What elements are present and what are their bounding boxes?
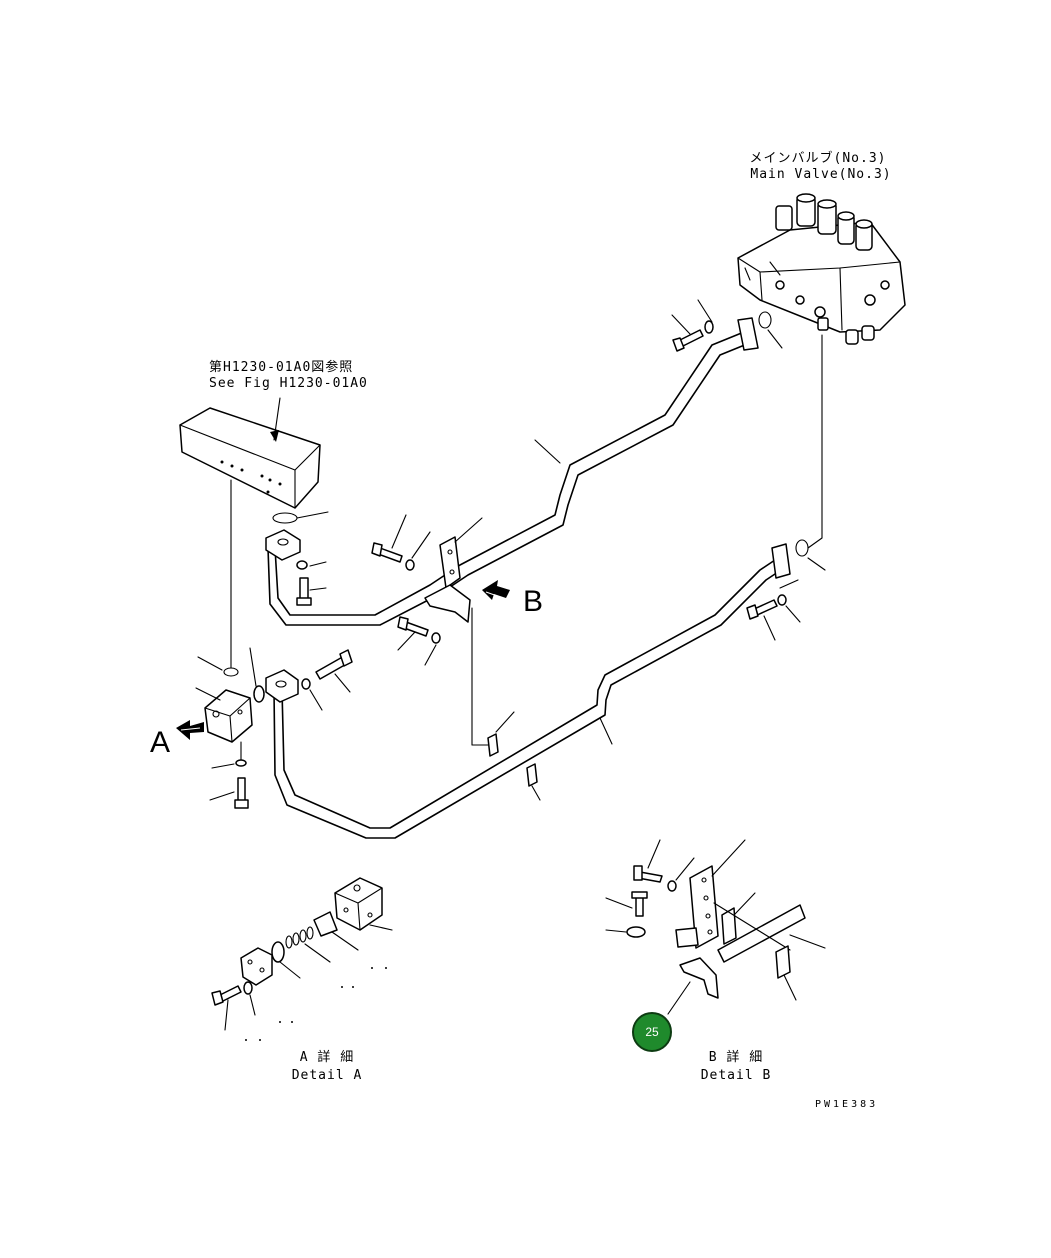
upper-block-bolts	[296, 560, 327, 606]
view-b-label: B	[523, 585, 544, 618]
detail-b-label-jp: B 詳 細	[708, 1050, 764, 1065]
view-arrow-b	[482, 580, 510, 600]
detail-a-label-jp: A 詳 細	[299, 1050, 355, 1065]
detail-b-drawing	[605, 839, 826, 1015]
drawing-code: PW1E383	[815, 1099, 879, 1110]
main-valve-label-en: Main Valve(No.3)	[750, 167, 892, 182]
control-block	[179, 397, 321, 669]
reference-label-en: See Fig H1230-01A0	[209, 376, 368, 391]
view-arrow-a	[176, 720, 204, 740]
view-a-label: A	[150, 726, 171, 759]
upper-pipe	[265, 317, 759, 626]
lower-left-fitting	[249, 647, 353, 711]
bracket-b	[424, 517, 541, 801]
lower-right-fittings	[746, 579, 801, 641]
part-callout-25[interactable]: 25	[632, 1012, 672, 1052]
bracket-bolts	[371, 514, 441, 666]
detail-b-label-en: Detail B	[700, 1068, 772, 1083]
reference-label-jp: 第H1230-01A0図参照	[209, 360, 354, 375]
main-valve-label-jp: メインバルブ(No.3)	[749, 151, 887, 166]
lower-pipe	[273, 334, 826, 839]
detail-a-label-en: Detail A	[291, 1068, 363, 1083]
part-callout-number: 25	[645, 1025, 659, 1039]
main-valve	[737, 193, 906, 345]
upper-fittings	[534, 299, 783, 464]
block-a	[195, 656, 253, 809]
detail-a-drawing	[211, 877, 393, 1041]
